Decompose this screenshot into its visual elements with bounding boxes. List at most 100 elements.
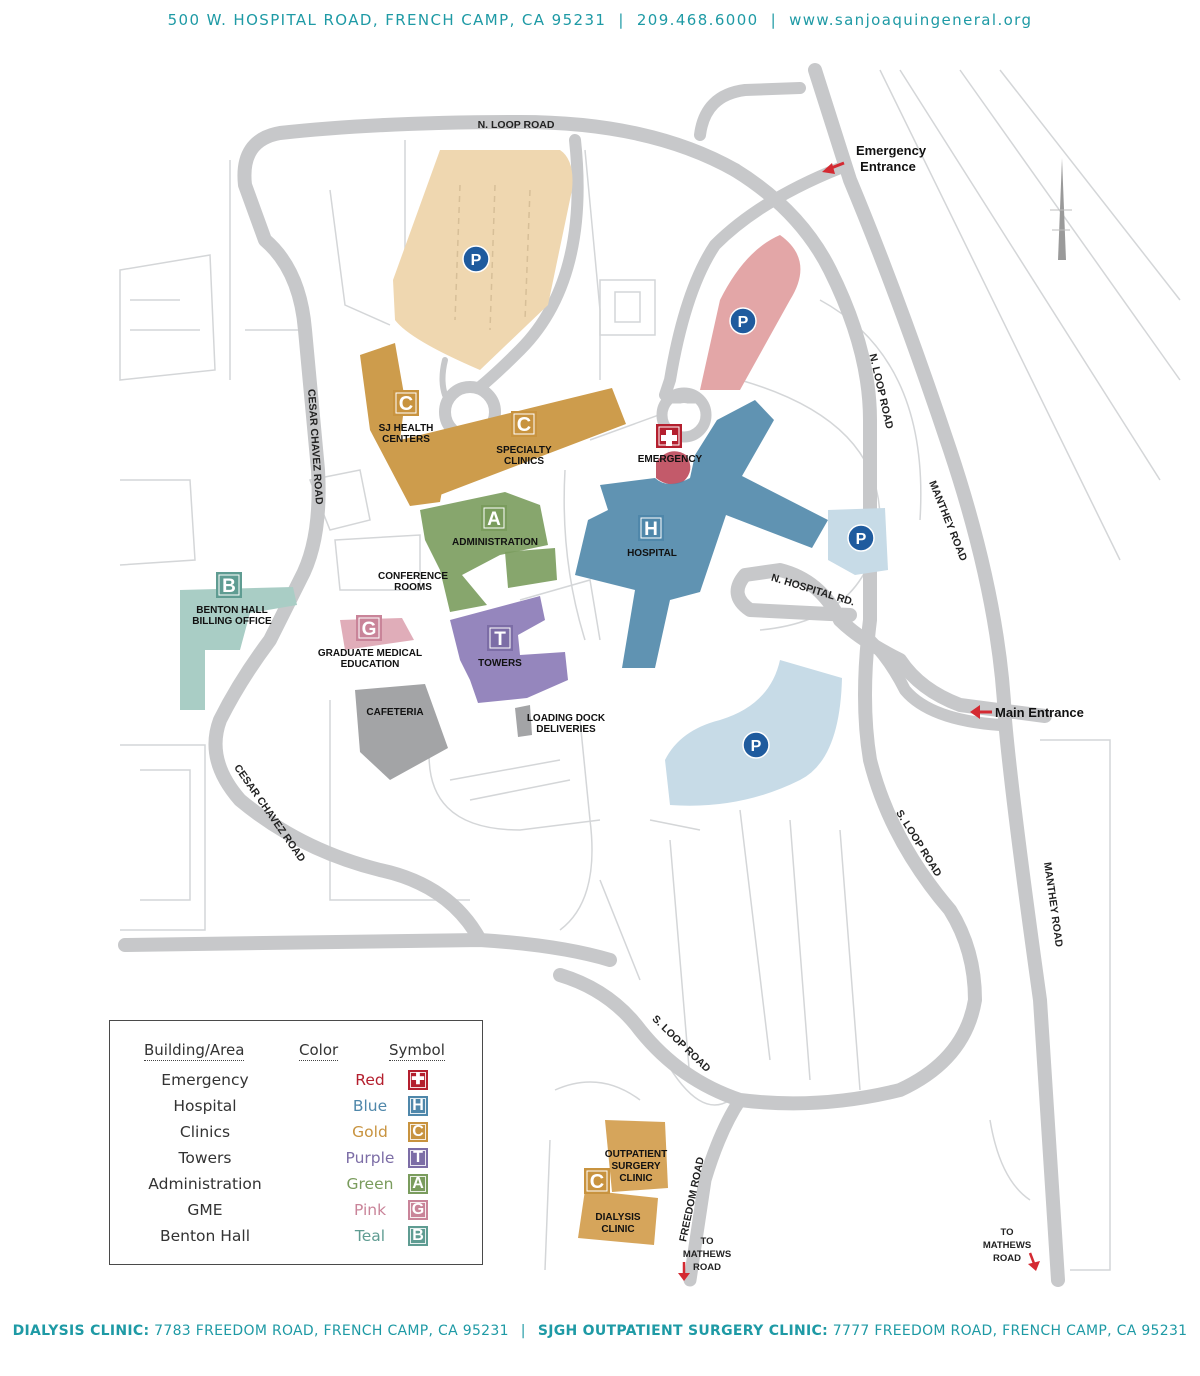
label-outpatient-1: OUTPATIENT xyxy=(605,1149,667,1160)
parking-badge-south: P xyxy=(742,731,770,759)
map-legend: Building/Area Color Symbol Emergency Red… xyxy=(109,1020,483,1265)
svg-text:A: A xyxy=(487,509,501,530)
parking-p-text: P xyxy=(751,738,762,755)
label-gme-1: GRADUATE MEDICAL xyxy=(318,648,422,659)
parking-badge-north: P xyxy=(462,245,490,273)
emergency-entrance-label-2: Entrance xyxy=(860,159,916,174)
header-separator: | xyxy=(770,11,778,29)
label-loading-2: DELIVERIES xyxy=(536,724,596,735)
label-dialysis-2: CLINIC xyxy=(601,1224,634,1235)
svg-text:B: B xyxy=(222,576,236,597)
svg-text:C: C xyxy=(517,414,531,436)
emergency-entrance-label-1: Emergency xyxy=(856,143,927,158)
parking-p-text: P xyxy=(471,252,482,269)
label-specialty-1: SPECIALTY xyxy=(496,445,552,456)
road-n-loop-top: N. LOOP ROAD xyxy=(478,119,555,131)
building-dialysis xyxy=(578,1190,658,1245)
header-bar: 500 W. HOSPITAL ROAD, FRENCH CAMP, CA 95… xyxy=(0,11,1200,29)
svg-text:TO: TO xyxy=(1000,1227,1013,1238)
building-labels: SJ HEALTH CENTERS SPECIALTY CLINICS EMER… xyxy=(192,423,702,1235)
building-cafeteria xyxy=(355,684,448,780)
label-emergency: EMERGENCY xyxy=(638,454,703,465)
footer-bar: DIALYSIS CLINIC: 7783 FREEDOM ROAD, FREN… xyxy=(0,1323,1200,1339)
gme-symbol: G xyxy=(408,1200,428,1220)
header-phone[interactable]: 209.468.6000 xyxy=(636,11,759,29)
legend-header-color: Color xyxy=(299,1041,339,1061)
header-website[interactable]: www.sanjoaquingeneral.org xyxy=(789,11,1033,29)
legend-row-hospital: Hospital Blue H xyxy=(110,1096,482,1123)
badge-towers: T xyxy=(487,625,513,651)
svg-text:T: T xyxy=(494,629,506,650)
svg-text:MATHEWS: MATHEWS xyxy=(683,1249,731,1260)
legend-row-benton-hall: Benton Hall Teal B xyxy=(110,1226,482,1253)
label-specialty-2: CLINICS xyxy=(504,456,544,467)
legend-header-symbol: Symbol xyxy=(389,1041,445,1061)
building-benton-hall xyxy=(180,587,297,710)
svg-text:MATHEWS: MATHEWS xyxy=(983,1240,1031,1251)
to-mathews-road-manthey: TO MATHEWS ROAD xyxy=(983,1227,1040,1271)
legend-row-emergency: Emergency Red ✚ xyxy=(110,1070,482,1097)
svg-text:ROAD: ROAD xyxy=(693,1262,721,1273)
badge-benton: B xyxy=(216,572,242,598)
footer-surgery-label: SJGH OUTPATIENT SURGERY CLINIC: xyxy=(537,1323,829,1339)
road-cesar-chavez-lower: CESAR CHAVEZ ROAD xyxy=(231,762,308,864)
svg-text:G: G xyxy=(362,619,377,640)
building-outpatient-surgery xyxy=(605,1120,668,1192)
main-entrance: Main Entrance xyxy=(970,705,1084,720)
cross-icon: ✚ xyxy=(408,1070,428,1090)
label-hospital: HOSPITAL xyxy=(627,548,677,559)
legend-row-clinics: Clinics Gold C xyxy=(110,1122,482,1149)
building-administration xyxy=(420,492,557,612)
building-hospital xyxy=(575,400,828,668)
label-loading-1: LOADING DOCK xyxy=(527,713,606,724)
label-outpatient-2: SURGERY xyxy=(611,1161,660,1172)
badge-hospital: H xyxy=(638,515,664,541)
label-towers: TOWERS xyxy=(478,658,522,669)
label-conference-2: ROOMS xyxy=(394,582,432,593)
footer-surgery-address: 7777 FREEDOM ROAD, FRENCH CAMP, CA 95231 xyxy=(832,1323,1188,1339)
legend-row-administration: Administration Green A xyxy=(110,1174,482,1201)
badge-clinics-sj: C xyxy=(393,390,419,416)
svg-text:C: C xyxy=(590,1171,604,1193)
hospital-symbol: H xyxy=(408,1096,428,1116)
badge-emergency-cross xyxy=(656,424,682,448)
footer-dialysis-label: DIALYSIS CLINIC: xyxy=(12,1323,150,1339)
footer-dialysis-address: 7783 FREEDOM ROAD, FRENCH CAMP, CA 95231 xyxy=(154,1323,509,1339)
building-emergency xyxy=(656,451,691,485)
administration-symbol: A xyxy=(408,1174,428,1194)
legend-row-towers: Towers Purple T xyxy=(110,1148,482,1175)
towers-symbol: T xyxy=(408,1148,428,1168)
building-specialty-clinics xyxy=(400,388,626,495)
badge-clinics-outpatient: C xyxy=(584,1168,610,1194)
header-separator: | xyxy=(618,11,625,29)
svg-text:H: H xyxy=(644,519,658,540)
parking-badge-pink: P xyxy=(729,307,757,335)
benton-hall-symbol: B xyxy=(408,1226,428,1246)
to-mathews-road-freedom: TO MATHEWS ROAD xyxy=(678,1236,731,1281)
parking-p-text: P xyxy=(738,314,749,331)
label-benton-2: BILLING OFFICE xyxy=(192,616,272,627)
badge-admin: A xyxy=(481,505,507,531)
parking-p-text: P xyxy=(856,531,867,548)
label-outpatient-3: CLINIC xyxy=(619,1173,652,1184)
label-dialysis-1: DIALYSIS xyxy=(595,1212,641,1223)
label-conference-1: CONFERENCE xyxy=(378,571,448,582)
svg-text:ROAD: ROAD xyxy=(993,1253,1021,1264)
label-sj-health-1: SJ HEALTH xyxy=(379,423,434,434)
label-benton-1: BENTON HALL xyxy=(196,605,267,616)
footer-separator: | xyxy=(520,1323,526,1339)
label-administration: ADMINISTRATION xyxy=(452,537,538,548)
legend-header-building: Building/Area xyxy=(144,1041,245,1061)
label-gme-2: EDUCATION xyxy=(341,659,400,670)
road-manthey-lower: MANTHEY ROAD xyxy=(1041,861,1065,948)
svg-text:C: C xyxy=(399,393,413,415)
parking-stripes xyxy=(454,184,531,331)
emergency-entrance: Emergency Entrance xyxy=(822,143,927,174)
badge-gme: G xyxy=(356,615,382,641)
north-arrow-icon xyxy=(1050,158,1072,260)
parking-badge-east: P xyxy=(847,524,875,552)
header-address: 500 W. HOSPITAL ROAD, FRENCH CAMP, CA 95… xyxy=(167,11,607,29)
clinics-symbol: C xyxy=(408,1122,428,1142)
building-loading-dock xyxy=(515,705,532,737)
